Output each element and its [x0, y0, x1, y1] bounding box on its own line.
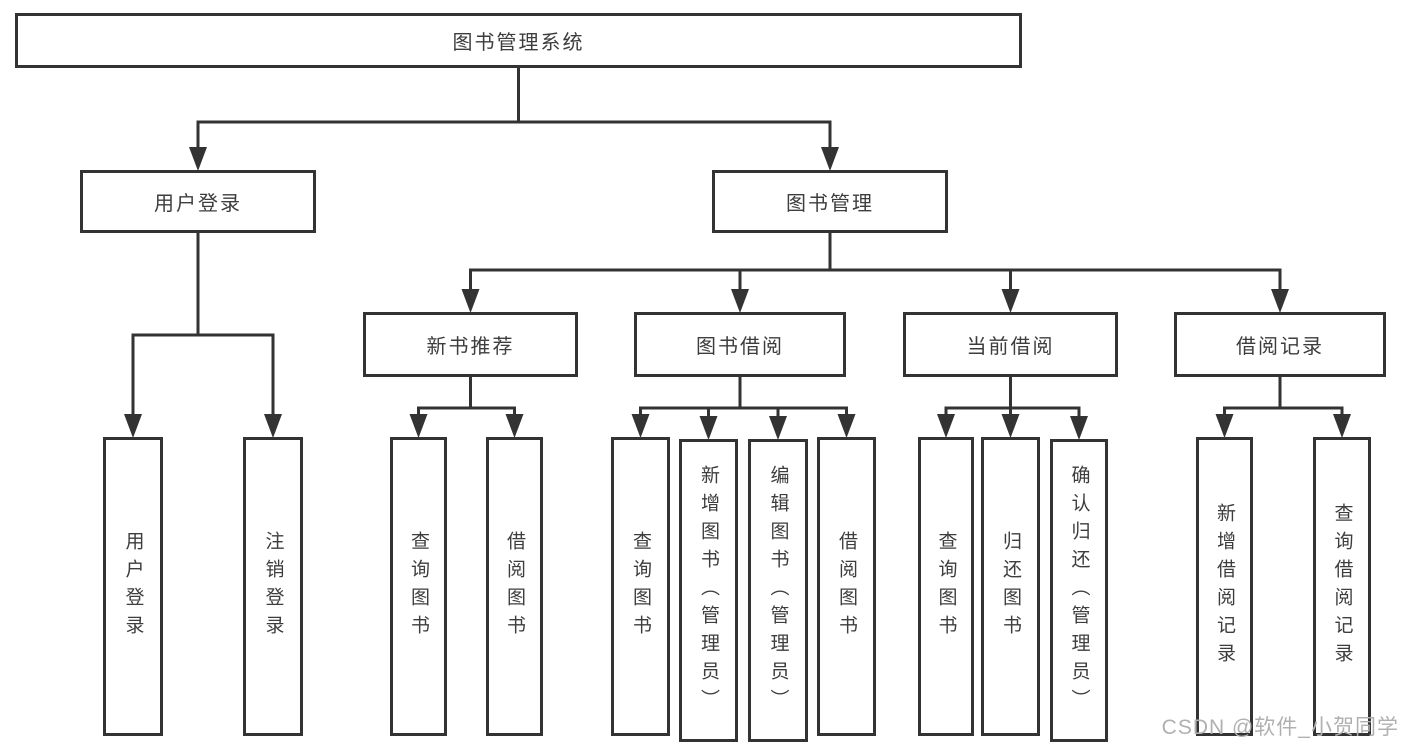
- diagram-node-current: 当前借阅: [903, 312, 1118, 377]
- node-label-cu-query: 查询图书: [935, 530, 957, 643]
- diagram-node-borrow: 图书借阅: [634, 312, 846, 377]
- watermark-text: CSDN @软件_小贺同学: [1161, 716, 1399, 739]
- node-label-bw-edit: 编辑图书（管理员）: [767, 464, 789, 717]
- diagram-node-bw-borrow: 借阅图书: [817, 437, 876, 736]
- node-label-login: 用户登录: [154, 193, 242, 215]
- node-label-cu-return: 归还图书: [1000, 530, 1021, 643]
- diagram-node-bw-add: 新增图书（管理员）: [679, 439, 738, 742]
- diagram-node-cu-query: 查询图书: [918, 437, 974, 736]
- diagram-node-leaf-user-login: 用户登录: [103, 437, 163, 736]
- diagram-node-nb-borrow: 借阅图书: [486, 437, 543, 736]
- diagram-node-login: 用户登录: [80, 170, 316, 233]
- node-label-bookmgmt: 图书管理: [786, 193, 874, 215]
- node-label-leaf-logout: 注销登录: [262, 530, 284, 643]
- diagram-node-nb-query: 查询图书: [390, 437, 447, 736]
- node-label-bw-query: 查询图书: [630, 530, 651, 643]
- node-label-rc-query: 查询借阅记录: [1331, 502, 1353, 671]
- node-label-leaf-user-login: 用户登录: [122, 530, 144, 643]
- diagram-node-rc-query: 查询借阅记录: [1313, 437, 1371, 736]
- node-label-borrow: 图书借阅: [696, 336, 784, 358]
- diagram-node-bookmgmt: 图书管理: [712, 170, 948, 233]
- node-label-newbook: 新书推荐: [426, 336, 515, 358]
- node-label-root: 图书管理系统: [452, 32, 585, 54]
- node-label-bw-borrow: 借阅图书: [836, 530, 857, 643]
- diagram-node-bw-query: 查询图书: [611, 437, 670, 736]
- diagram-node-rc-add: 新增借阅记录: [1196, 437, 1253, 736]
- node-label-rc-add: 新增借阅记录: [1214, 502, 1235, 671]
- node-label-cu-confirm: 确认归还（管理员）: [1068, 464, 1090, 717]
- node-label-current: 当前借阅: [966, 336, 1055, 358]
- node-label-nb-borrow: 借阅图书: [504, 530, 525, 643]
- node-label-bw-add: 新增图书（管理员）: [698, 464, 719, 717]
- node-label-records: 借阅记录: [1236, 336, 1324, 358]
- diagram-node-cu-confirm: 确认归还（管理员）: [1050, 439, 1108, 742]
- node-label-nb-query: 查询图书: [408, 530, 429, 643]
- diagram-node-records: 借阅记录: [1174, 312, 1386, 377]
- diagram-node-cu-return: 归还图书: [981, 437, 1040, 736]
- diagram-node-root: 图书管理系统: [15, 13, 1022, 68]
- diagram-node-leaf-logout: 注销登录: [243, 437, 303, 736]
- diagram-node-newbook: 新书推荐: [363, 312, 578, 377]
- diagram-node-bw-edit: 编辑图书（管理员）: [748, 439, 808, 742]
